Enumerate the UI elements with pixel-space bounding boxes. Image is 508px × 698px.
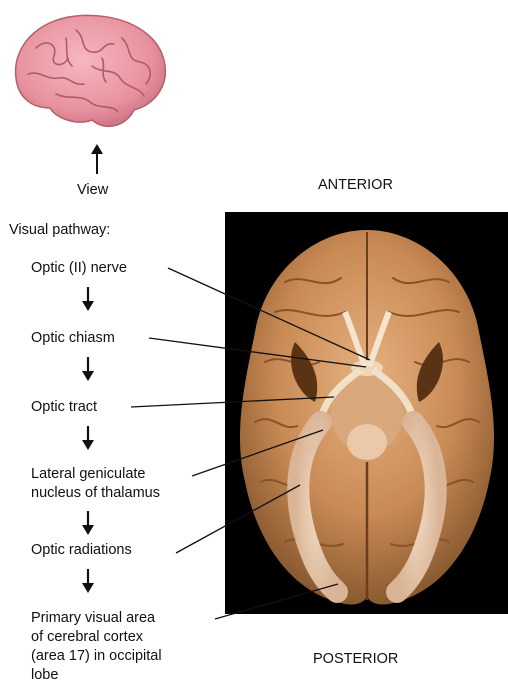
brain-thumbnail — [6, 8, 172, 140]
brain-inferior-view-image — [225, 212, 508, 614]
arrow-down-icon — [80, 426, 96, 450]
lateral-geniculate-label-line2: nucleus of thalamus — [31, 484, 160, 502]
optic-radiations-label: Optic radiations — [31, 541, 132, 559]
pathway-heading: Visual pathway: — [9, 221, 110, 239]
arrow-down-icon — [80, 357, 96, 381]
arrow-down-icon — [80, 569, 96, 593]
view-arrow-icon — [89, 144, 105, 176]
arrow-down-icon — [80, 287, 96, 311]
primary-visual-area-label-line4: lobe — [31, 666, 58, 684]
optic-nerve-label: Optic (II) nerve — [31, 259, 127, 277]
anterior-label: ANTERIOR — [318, 176, 393, 194]
arrow-down-icon — [80, 511, 96, 535]
posterior-label: POSTERIOR — [313, 650, 398, 668]
optic-chiasm-label: Optic chiasm — [31, 329, 115, 347]
view-label: View — [77, 181, 108, 199]
optic-tract-label: Optic tract — [31, 398, 97, 416]
primary-visual-area-label-line1: Primary visual area — [31, 609, 155, 627]
primary-visual-area-label-line3: (area 17) in occipital — [31, 647, 162, 665]
lateral-geniculate-label-line1: Lateral geniculate — [31, 465, 145, 483]
primary-visual-area-label-line2: of cerebral cortex — [31, 628, 143, 646]
